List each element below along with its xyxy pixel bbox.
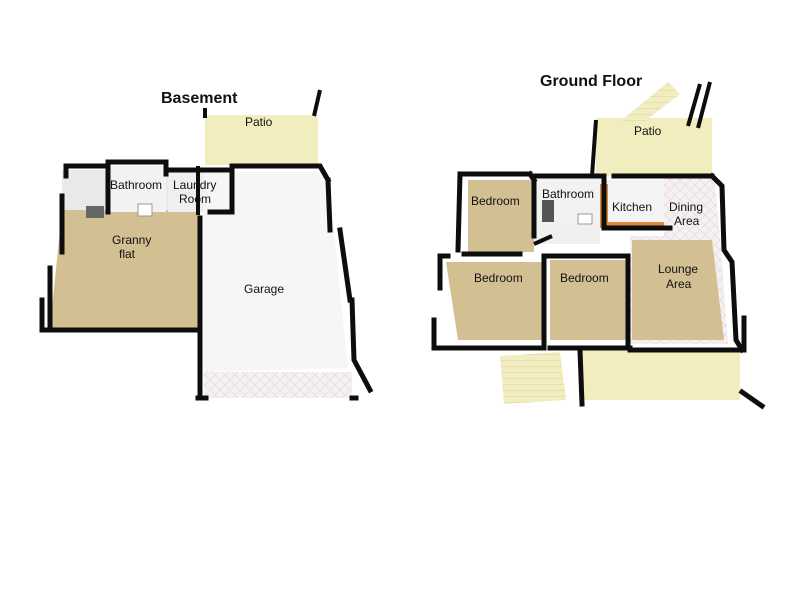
bedroom-1-floor [468,180,534,252]
granny-flat-label-line2: flat [119,247,136,261]
top-stairs [622,82,680,128]
kitchen-floor [600,180,664,228]
granny-flat-label-line1: Granny [112,233,151,247]
bedroom-1-label: Bedroom [471,194,520,208]
basement-toilet [137,203,153,217]
basement-patio-label: Patio [245,115,273,129]
basement-bathroom-label: Bathroom [110,178,162,192]
basement-title: Basement [161,90,238,107]
dining-area-label-line2: Area [674,214,700,228]
ground-patio-label: Patio [634,124,662,138]
basement-vanity [86,206,104,218]
lounge-carpet [632,240,724,340]
ground-bathroom-label: Bathroom [542,187,594,201]
bedroom-2-floor [446,262,544,340]
ground-toilet [577,213,593,225]
laundry-room-label-line2: Room [179,192,211,206]
ground-patio-area [596,118,712,176]
granny-flat-floor [50,210,200,328]
ground-floor-plan: Ground Floor Patio Bedroom Bathroom Kitc… [431,73,766,410]
garage-label: Garage [244,282,284,296]
lounge-area-label-line1: Lounge [658,262,698,276]
laundry-room-label-line1: Laundry [173,178,216,192]
bedroom-3-label: Bedroom [560,271,609,285]
garage-floor [204,172,348,372]
bottom-patio-area [580,350,740,400]
kitchen-label: Kitchen [612,200,652,214]
dining-area-label-line1: Dining [669,200,703,214]
basement-patio-area [205,115,318,165]
bedroom-3-floor [550,260,626,340]
kitchen-counter [600,222,666,228]
bottom-stairs [500,352,566,404]
garage-door-area [204,372,352,398]
lounge-area-label-line2: Area [666,277,692,291]
ground-floor-title: Ground Floor [540,73,642,90]
basement-bathroom-floor [108,166,166,212]
bedroom-2-label: Bedroom [474,271,523,285]
basement-plan: Basement Patio Bathroom Laundry Room Gra… [39,89,374,401]
ground-bath [542,200,554,222]
